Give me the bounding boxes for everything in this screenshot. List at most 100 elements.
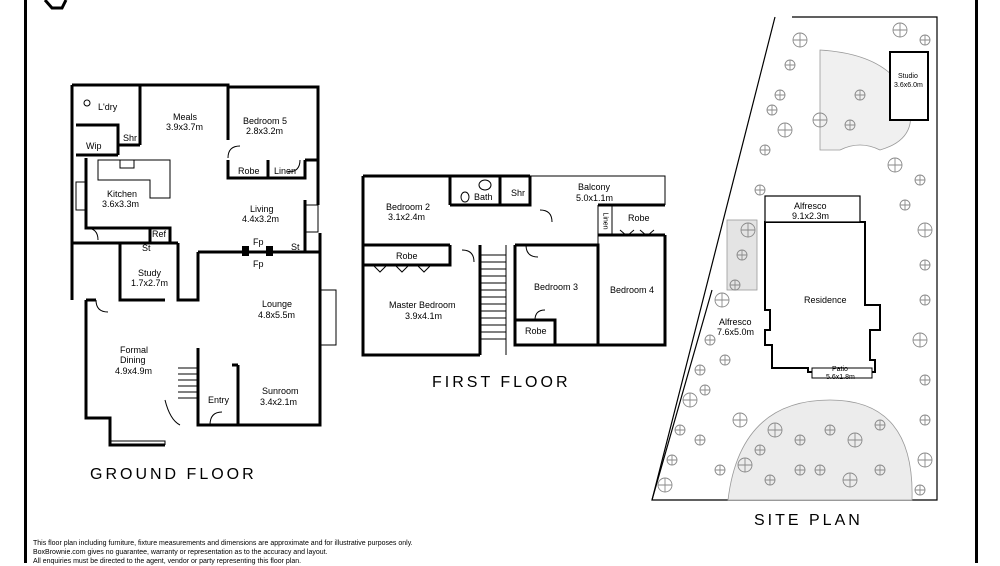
tree-icon-detail [920, 295, 930, 305]
bath-fixture [478, 179, 492, 191]
logo-mark [43, 0, 68, 10]
room-study-size: 1.7x2.7m [131, 278, 169, 288]
room-laundry: L'dry [98, 102, 118, 112]
tree-icon-detail [795, 465, 805, 475]
tree-icon-detail [767, 105, 777, 115]
tree-icon-detail [775, 90, 785, 100]
room-linen-ff: Linen [601, 212, 609, 230]
room-kitchen: Kitchen [107, 189, 138, 199]
tree-icon-detail [755, 185, 765, 195]
room-master-bedroom: Master Bedroom [389, 300, 456, 310]
room-bedroom-5: Bedroom 5 [243, 116, 288, 126]
tree-icon-detail [765, 475, 775, 485]
tree-icon-detail [700, 385, 710, 395]
room-balcony-size: 5.0x1.1m [576, 193, 614, 203]
ground-floor-title: GROUND FLOOR [90, 466, 257, 483]
site-boundary [651, 16, 938, 501]
room-bedroom-2: Bedroom 2 [386, 202, 431, 212]
room-store-2: St [291, 242, 300, 252]
room-shower: Shr [123, 133, 138, 143]
tree-icon-detail [893, 23, 907, 37]
room-sunroom: Sunroom [262, 386, 299, 396]
room-store-1: St [142, 243, 151, 253]
tree-icon-detail [737, 250, 747, 260]
tree-icon-detail [915, 485, 925, 495]
site-alfresco-2-size: 7.6x5.0m [717, 327, 755, 337]
room-bedroom-3: Bedroom 3 [534, 282, 579, 292]
room-wip: Wip [86, 141, 102, 151]
first-floor-thin [372, 175, 666, 356]
tree-icon-detail [730, 280, 740, 290]
room-bedroom-2-size: 3.1x2.4m [388, 212, 426, 222]
tree-icon-detail [675, 425, 685, 435]
room-kitchen-size: 3.6x3.3m [102, 199, 140, 209]
tree-icon-detail [875, 420, 885, 430]
tree-icon-detail [715, 293, 729, 307]
ground-floor-thin [71, 145, 337, 445]
room-formal: Formal [120, 345, 149, 355]
tree-icon-detail [855, 90, 865, 100]
first-floor-walls [361, 174, 667, 357]
tree-icon-detail [888, 158, 902, 172]
tree-icon-detail [825, 425, 835, 435]
tree-icon-detail [795, 435, 805, 445]
tree-icon-detail [667, 455, 677, 465]
room-shower-ff: Shr [511, 188, 526, 198]
room-entry: Entry [208, 395, 230, 405]
tree-icon-detail [813, 113, 827, 127]
tree-icon-detail [741, 223, 755, 237]
site-patio: Patio [832, 366, 848, 373]
tree-icon-detail [715, 465, 725, 475]
room-robe-bed3: Robe [525, 326, 547, 336]
room-study: Study [138, 268, 162, 278]
room-formal-size: 4.9x4.9m [115, 366, 153, 376]
tree-icon-detail [785, 60, 795, 70]
room-bedroom-4: Bedroom 4 [610, 285, 655, 295]
tree-icon-detail [848, 433, 862, 447]
site-paving [726, 49, 913, 501]
first-floor-title: FIRST FLOOR [432, 374, 571, 391]
tree-icon-detail [755, 445, 765, 455]
tree-icon-detail [843, 473, 857, 487]
site-studio-size: 3.6x6.0m [894, 82, 923, 89]
room-living: Living [250, 204, 274, 214]
room-dining: Dining [120, 355, 146, 365]
alfresco-top [764, 195, 861, 223]
disclaimer-line-1: This floor plan including furniture, fix… [33, 540, 413, 547]
tree-icon-detail [733, 413, 747, 427]
tree-icon-detail [658, 478, 672, 492]
patio [811, 367, 873, 379]
tree-icon-detail [915, 175, 925, 185]
tree-icon-detail [768, 423, 782, 437]
toilet-fixture [460, 191, 470, 203]
tree-icon-detail [760, 145, 770, 155]
tree-icon-detail [920, 35, 930, 45]
site-patio-size: 5.6x1.8m [826, 374, 855, 381]
room-robe-bed4: Robe [628, 213, 650, 223]
frame-right-border [975, 0, 978, 563]
tree-icon-detail [738, 458, 752, 472]
site-trees [657, 22, 933, 496]
site-plan-title: SITE PLAN [754, 512, 863, 529]
fireplace-label-2: Fp [253, 259, 264, 269]
tree-icon-detail [683, 393, 697, 407]
room-sunroom-size: 3.4x2.1m [260, 397, 298, 407]
fireplace-block [242, 246, 249, 256]
disclaimer-line-3: All enquiries must be directed to the ag… [33, 558, 302, 565]
room-ref: Ref [152, 229, 167, 239]
tree-icon-detail [845, 120, 855, 130]
room-robe: Robe [238, 166, 260, 176]
tree-icon-detail [705, 335, 715, 345]
tree-icon-detail [913, 333, 927, 347]
room-bath: Bath [474, 192, 493, 202]
tree-icon-detail [815, 465, 825, 475]
site-studio: Studio [898, 73, 918, 80]
residence-building [764, 221, 881, 373]
room-linen: Linen [274, 166, 297, 176]
tree-icon-detail [900, 200, 910, 210]
room-lounge-size: 4.8x5.5m [258, 310, 296, 320]
room-meals-size: 3.9x3.7m [166, 122, 204, 132]
room-meals: Meals [173, 112, 198, 122]
tree-icon-detail [920, 260, 930, 270]
site-alfresco-1-size: 9.1x2.3m [792, 211, 830, 221]
